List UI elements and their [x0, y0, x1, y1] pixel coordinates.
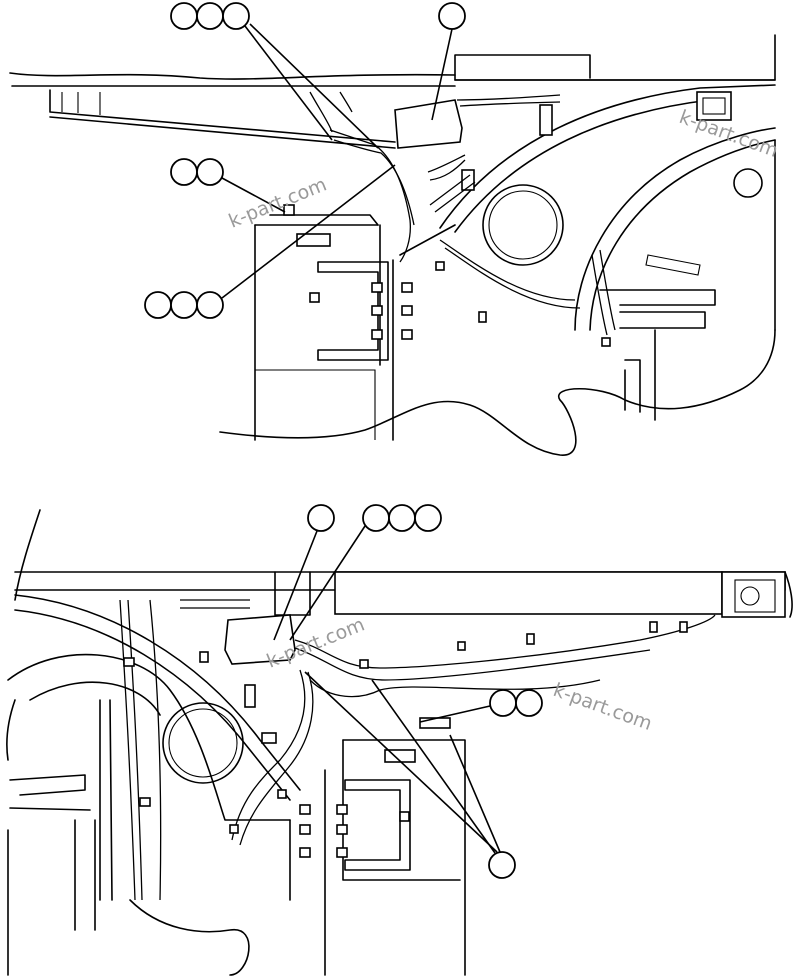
callout-group-bottom-top	[362, 504, 442, 532]
callout-bottom-single	[488, 851, 516, 879]
callout-group-mid	[170, 158, 224, 186]
bottom-view	[6, 504, 793, 976]
top-view	[9, 2, 776, 456]
callout-group-top-left	[170, 2, 250, 30]
watermark-1: k-part.com	[226, 173, 330, 232]
callout-group-lower	[144, 291, 224, 319]
callout-group-bottom-right	[489, 689, 543, 717]
watermark-4: k-part.com	[550, 679, 655, 735]
callout-box-bottom	[307, 504, 335, 532]
callout-box-top	[438, 2, 466, 30]
